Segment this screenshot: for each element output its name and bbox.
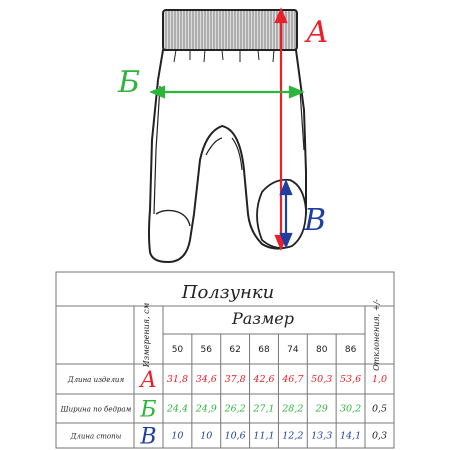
row-letter: В bbox=[139, 425, 156, 450]
size-col-header: 68 bbox=[258, 345, 270, 355]
row-name: Длина изделия bbox=[67, 376, 125, 384]
row-name: Ширина по бедрам bbox=[60, 406, 132, 414]
unit-header: Измерения, см bbox=[142, 302, 151, 368]
row-value: 53,6 bbox=[340, 374, 361, 385]
row-value: 37,8 bbox=[225, 374, 246, 385]
row-value: 42,6 bbox=[252, 374, 274, 385]
size-col-header: 62 bbox=[229, 345, 240, 355]
row-tolerance: 0,5 bbox=[372, 404, 387, 415]
row-tolerance: 1,0 bbox=[372, 374, 387, 385]
row-value: 30,2 bbox=[340, 404, 361, 415]
size-header: Размер bbox=[231, 309, 294, 328]
label-a: А bbox=[304, 15, 329, 50]
row-value: 13,3 bbox=[311, 431, 332, 442]
size-col-header: 50 bbox=[172, 345, 184, 355]
row-value: 29 bbox=[315, 404, 328, 415]
waistband bbox=[162, 9, 298, 51]
row-value: 34,6 bbox=[196, 374, 217, 385]
row-value: 14,1 bbox=[340, 431, 361, 442]
row-value: 28,2 bbox=[281, 404, 303, 415]
row-letter: Б bbox=[139, 398, 156, 423]
row-value: 26,2 bbox=[224, 404, 246, 415]
tolerance-header: Отклонения, +/- bbox=[372, 299, 381, 371]
row-value: 24,4 bbox=[166, 404, 188, 415]
row-name: Длина стопы bbox=[70, 433, 122, 441]
row-value: 10,6 bbox=[225, 431, 246, 442]
row-value: 12,2 bbox=[282, 431, 303, 442]
row-tolerance: 0,3 bbox=[372, 431, 387, 442]
size-col-header: 80 bbox=[316, 345, 328, 355]
row-value: 10 bbox=[171, 431, 183, 442]
row-value: 31,8 bbox=[167, 374, 188, 385]
row-value: 46,7 bbox=[281, 374, 304, 385]
size-col-header: 86 bbox=[345, 345, 357, 355]
size-table: Ползунки Размер Измерения, см Отклонения… bbox=[55, 271, 395, 450]
row-value: 27,1 bbox=[252, 404, 274, 415]
row-letter: А bbox=[138, 368, 157, 393]
pants-drawing bbox=[148, 49, 307, 264]
label-v: В bbox=[303, 203, 326, 238]
size-col-header: 56 bbox=[201, 345, 213, 355]
arrow-v-foot-length bbox=[279, 179, 293, 249]
row-value: 50,3 bbox=[311, 374, 332, 385]
row-value: 24,9 bbox=[195, 404, 217, 415]
label-b: Б bbox=[117, 65, 140, 100]
table-title: Ползунки bbox=[181, 282, 274, 303]
row-value: 10 bbox=[200, 431, 212, 442]
row-value: 11,1 bbox=[253, 431, 274, 442]
size-col-header: 74 bbox=[287, 345, 299, 355]
arrow-b-hip-width bbox=[149, 85, 305, 99]
